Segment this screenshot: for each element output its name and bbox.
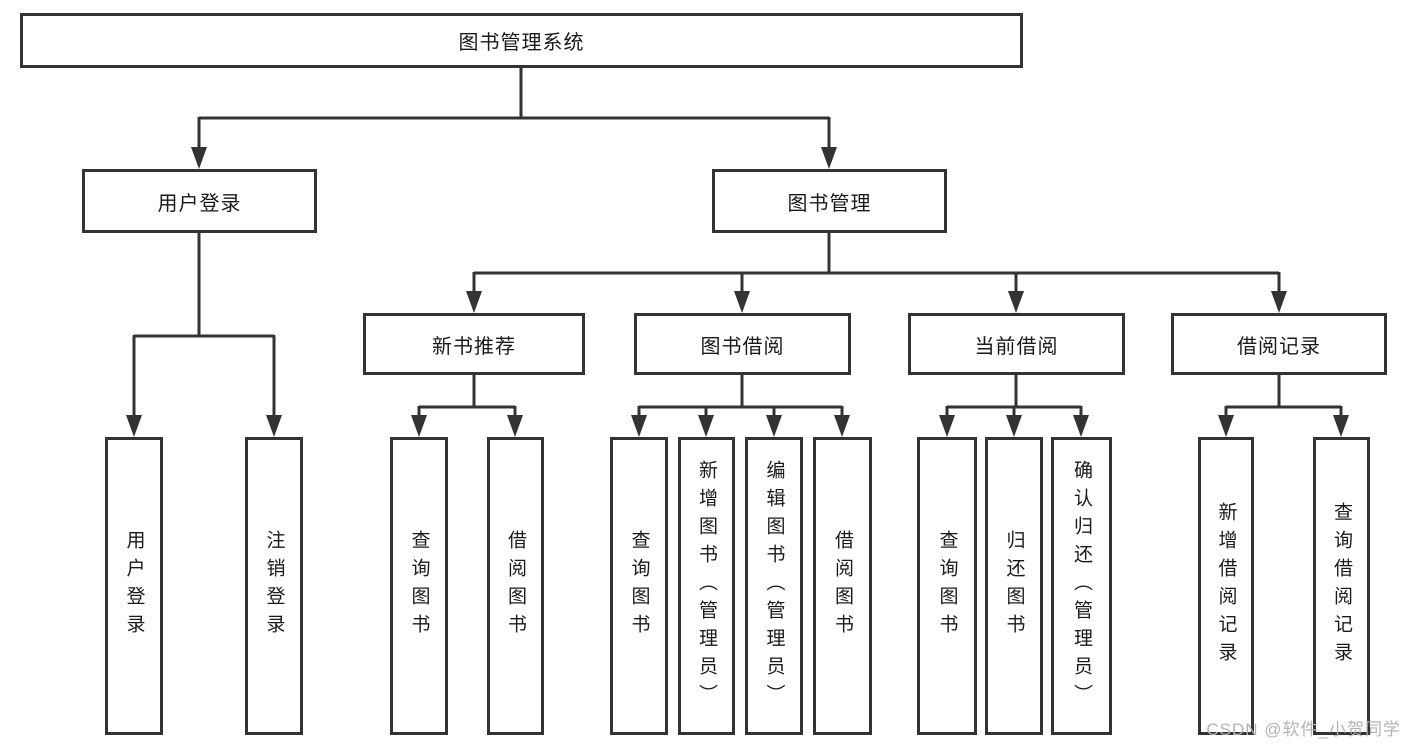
node-root: 图书管理系统 [20,13,1023,68]
leaf-add-books-admin-label: 新增图书（管理员） [696,460,717,712]
leaf-return-books: 归还图书 [985,437,1043,735]
arrow-down-icon [698,415,714,437]
connector-user-login-children [132,233,276,418]
connector-current-borrow-children [945,375,1083,418]
connector-new-books-children [417,375,517,418]
leaf-add-borrow-record: 新增借阅记录 [1198,437,1254,735]
node-current-borrow-label: 当前借阅 [974,335,1059,358]
arrow-down-icon [766,415,782,437]
arrow-down-icon [1006,415,1022,437]
leaf-confirm-return-admin: 确认归还（管理员） [1051,437,1112,735]
arrow-down-icon [266,415,282,437]
leaf-borrow-books-2-label: 借阅图书 [832,530,853,642]
leaf-borrow-books-2: 借阅图书 [813,437,872,735]
arrow-down-icon [939,415,955,437]
node-new-book-recommend: 新书推荐 [363,313,585,375]
leaf-query-books-3-label: 查询图书 [936,530,958,642]
connector-root-to-level2 [197,68,831,150]
arrow-down-icon [1333,415,1349,437]
arrow-down-icon [126,415,142,437]
connector-borrow-records-children [1224,375,1343,418]
node-user-login: 用户登录 [82,169,317,233]
arrow-down-icon [734,291,750,313]
arrow-down-icon [466,291,482,313]
node-book-management-label: 图书管理 [787,192,872,215]
node-root-label: 图书管理系统 [458,32,585,54]
node-book-borrow-label: 图书借阅 [700,335,785,358]
arrow-down-icon [834,415,850,437]
leaf-query-books-2: 查询图书 [610,437,668,735]
node-new-book-recommend-label: 新书推荐 [432,335,516,358]
connector-book-borrow-children [637,375,844,418]
arrow-down-icon [1218,415,1234,437]
arrow-down-icon [821,147,837,169]
leaf-query-borrow-record: 查询借阅记录 [1313,437,1370,735]
leaf-query-borrow-record-label: 查询借阅记录 [1331,502,1352,670]
arrow-down-icon [1271,291,1287,313]
arrow-down-icon [1073,415,1089,437]
leaf-query-books-1-label: 查询图书 [408,530,430,642]
leaf-confirm-return-admin-label: 确认归还（管理员） [1071,460,1092,712]
leaf-return-books-label: 归还图书 [1003,530,1025,642]
leaf-borrow-books-1-label: 借阅图书 [505,530,526,642]
leaf-borrow-books-1: 借阅图书 [487,437,544,735]
leaf-edit-books-admin: 编辑图书（管理员） [745,437,803,735]
node-user-login-label: 用户登录 [157,192,242,215]
leaf-query-books-1: 查询图书 [390,437,448,735]
leaf-add-borrow-record-label: 新增借阅记录 [1215,502,1237,670]
leaf-user-login-label: 用户登录 [123,530,145,642]
node-borrow-records: 借阅记录 [1171,313,1387,375]
arrow-down-icon [631,415,647,437]
leaf-query-books-2-label: 查询图书 [628,530,650,642]
leaf-edit-books-admin-label: 编辑图书（管理员） [763,460,785,712]
node-borrow-records-label: 借阅记录 [1237,335,1321,358]
leaf-query-books-3: 查询图书 [917,437,977,735]
arrow-down-icon [1008,291,1024,313]
node-current-borrow: 当前借阅 [908,313,1125,375]
leaf-logout-label: 注销登录 [263,530,285,642]
arrow-down-icon [411,415,427,437]
connector-book-mgmt-to-level3 [472,233,1281,293]
csdn-watermark: CSDN @软件_小贺同学 [1206,720,1401,739]
arrow-down-icon [507,415,523,437]
leaf-user-login: 用户登录 [105,437,163,735]
leaf-add-books-admin: 新增图书（管理员） [678,437,735,735]
leaf-logout: 注销登录 [245,437,303,735]
node-book-management: 图书管理 [712,169,947,233]
node-book-borrow: 图书借阅 [634,313,851,375]
arrow-down-icon [191,147,207,169]
